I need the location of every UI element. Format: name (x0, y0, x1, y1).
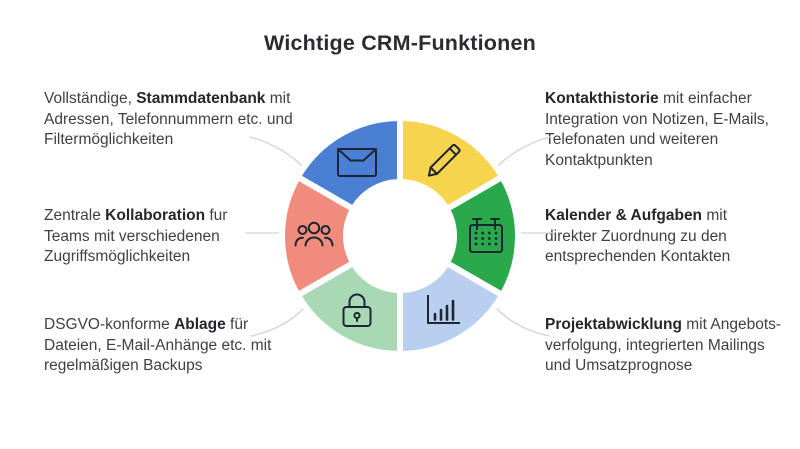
bar-chart-icon (427, 295, 460, 324)
people-group-icon (294, 221, 334, 247)
feature-text: fur Teams mit verschiedenen Zugriffsmögl… (44, 207, 228, 266)
connector-top-right (495, 136, 551, 169)
feature-ablage: DSGVO-konforme Ablage für Dateien, E-Mai… (44, 315, 286, 377)
diagram-icons (294, 143, 503, 327)
feature-kontakthistorie: Kontakthistorie mit einfacher Integratio… (545, 89, 797, 171)
pencil-icon (427, 143, 461, 177)
segment-kollaboration (279, 174, 357, 298)
connector-bottom-right (494, 306, 550, 337)
page-title: Wichtige CRM-Funktionen (264, 31, 536, 55)
feature-text: Zentrale (44, 207, 106, 224)
feature-text: mit Angebots-verfolgung, integrierten Ma… (545, 316, 782, 375)
feature-kollaboration: Zentrale Kollaboration fur Teams mit ver… (44, 206, 256, 268)
feature-stammdatenbank: Vollständige, Stammdatenbank mit Adresse… (44, 89, 296, 151)
feature-text: Vollständige, (44, 90, 137, 107)
feature-text: DSGVO-konforme (44, 316, 175, 333)
feature-projektabwicklung: Projektabwicklung mit Angebots-verfolgun… (545, 315, 793, 377)
connector-top-left (249, 136, 305, 169)
feature-text: mit einfacher Integration von Notizen, E… (545, 90, 769, 169)
feature-text: mit Adressen, Telefonnummern etc. und Fi… (44, 90, 293, 149)
feature-keyword: Kollaboration (105, 207, 206, 224)
feature-text: mit direkter Zuordnung zu den entspreche… (545, 207, 731, 266)
feature-keyword: Kontakthistorie (545, 90, 659, 107)
feature-keyword: Ablage (174, 316, 226, 333)
calendar-icon (469, 218, 503, 253)
feature-text: für Dateien, E-Mail-Anhänge etc. mit reg… (44, 316, 272, 375)
feature-kalender-aufgaben: Kalender & Aufgaben mit direkter Zuordnu… (545, 206, 763, 268)
calendar-dots (474, 231, 498, 246)
connector-bottom-left (250, 306, 306, 337)
feature-keyword: Stammdatenbank (136, 90, 266, 107)
feature-keyword: Projektabwicklung (545, 316, 682, 333)
envelope-icon (337, 148, 377, 177)
feature-keyword: Kalender & Aufgaben (545, 207, 703, 224)
donut-segments (279, 115, 521, 357)
lock-icon (342, 293, 372, 327)
